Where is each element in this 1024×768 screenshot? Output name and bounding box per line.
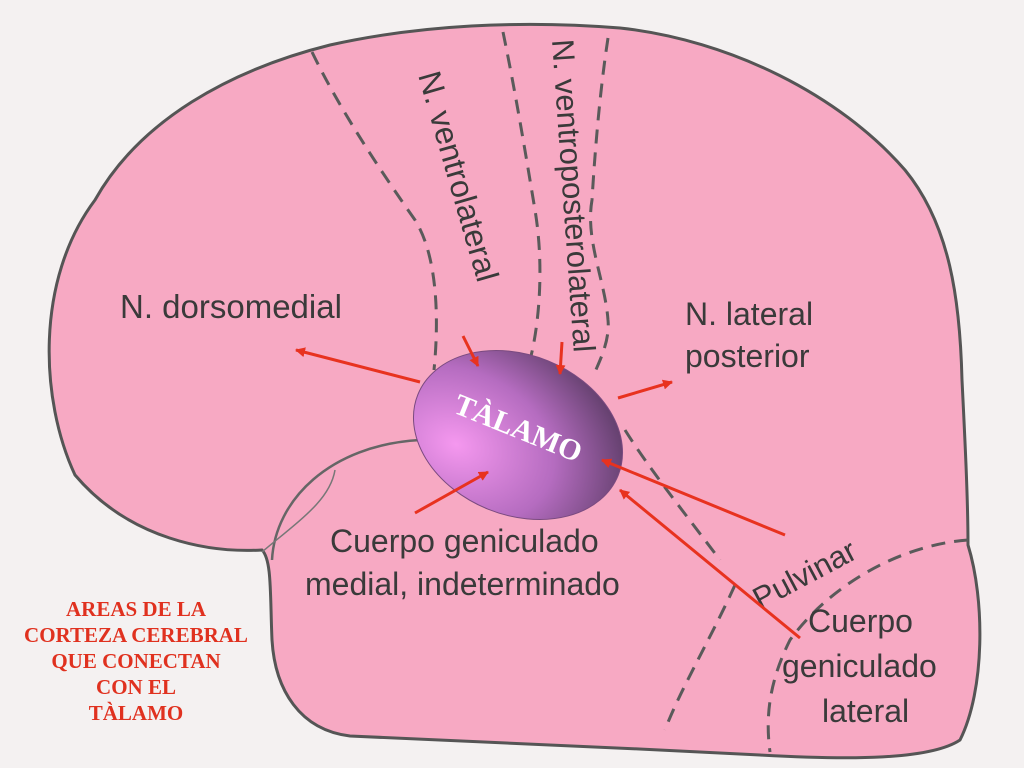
label-medial-geniculate-line1: Cuerpo geniculado (330, 523, 599, 559)
caption-line-3: QUE CONECTAN (51, 649, 221, 673)
label-lateral-geniculate-line1: Cuerpo (808, 603, 913, 639)
caption-line-2: CORTEZA CEREBRAL (24, 623, 248, 647)
cingulate-boundary (261, 469, 336, 553)
arrow-from-ventroposterolateral (555, 341, 566, 375)
label-lateral-posterior-line2: posterior (685, 338, 810, 374)
caption-line-1: AREAS DE LA (65, 597, 207, 621)
dashed-line-ventroposterolateral-back (589, 37, 610, 373)
label-dorsomedial: N. dorsomedial (120, 288, 342, 325)
dashed-line-lateral-geniculate (766, 538, 969, 753)
caption-line-4: CON EL (96, 675, 176, 699)
caption-line-5: TÀLAMO (88, 701, 184, 725)
arrow-to-lateral-posterior (617, 379, 673, 400)
dashed-line-ventrolateral-back (501, 31, 542, 361)
label-lateral-posterior-line1: N. lateral (685, 296, 813, 332)
arrow-from-lateral-geniculate (619, 488, 801, 640)
dashed-line-pulvinar-lower (663, 584, 737, 731)
label-medial-geniculate-line2: medial, indeterminado (305, 566, 620, 602)
arrow-from-medial-geniculate (414, 470, 489, 515)
region-boundaries (310, 31, 969, 753)
connection-arrows (295, 335, 801, 640)
dashed-line-ventrolateral-front (310, 51, 438, 371)
arrow-from-pulvinar (601, 458, 786, 537)
temporal-boundary (270, 438, 421, 561)
arrow-from-ventrolateral (461, 335, 480, 367)
label-lateral-geniculate-line2: geniculado (782, 648, 937, 684)
dashed-line-pulvinar-upper (623, 429, 722, 561)
label-lateral-geniculate-line3: lateral (822, 693, 909, 729)
thalamus-ellipse (412, 350, 624, 520)
arrow-to-dorsomedial (295, 347, 421, 384)
caption: AREAS DE LA CORTEZA CEREBRAL QUE CONECTA… (0, 596, 272, 726)
